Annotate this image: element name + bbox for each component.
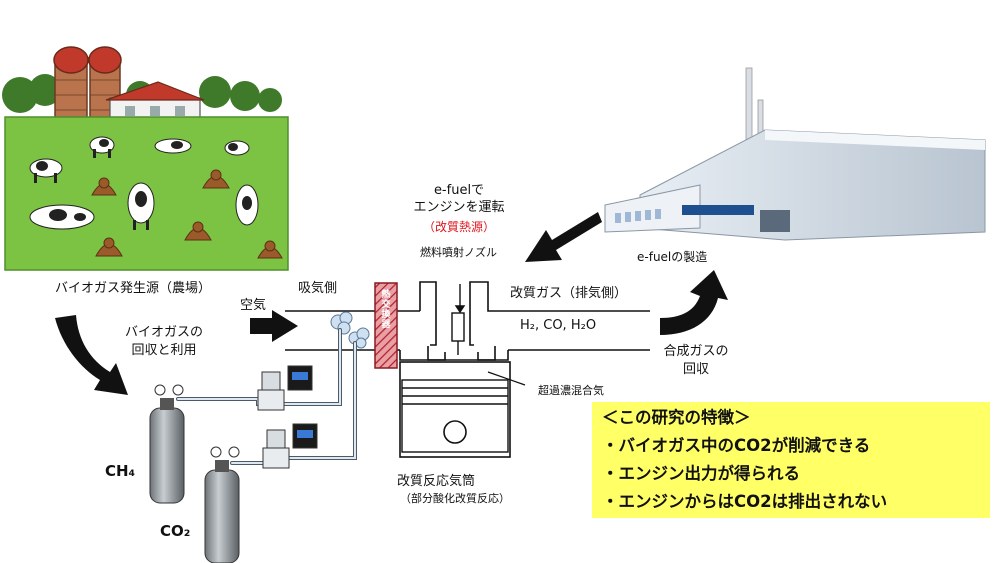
nozzle-label: 燃料噴射ノズル <box>420 246 497 259</box>
syngas-recovery-line-1: 合成ガスの <box>663 344 729 359</box>
factory-illustration <box>604 67 986 241</box>
features-heading: ＜この研究の特徴＞ <box>602 408 751 427</box>
farm-illustration <box>2 46 289 271</box>
ch4-label: CH₄ <box>105 462 136 480</box>
flow-controller-co2 <box>262 423 318 469</box>
co2-label: CO₂ <box>160 522 191 540</box>
biogas-recovery-label: バイオガスの 回収と利用 <box>125 324 203 360</box>
engine-schematic <box>285 281 650 458</box>
biogas-recovery-arrow <box>55 315 128 395</box>
efuel-production-label: e-fuelの製造 <box>637 250 708 264</box>
efuel-run-label: e-fuelで エンジンを運転 <box>399 182 519 216</box>
feature-item: ・エンジン出力が得られる <box>602 464 800 483</box>
efuel-run-line-1: e-fuelで <box>433 183 485 198</box>
farm-caption: バイオガス発生源（農場） <box>55 281 212 296</box>
cylinder-label: 改質反応気筒 <box>397 474 476 489</box>
feature-item: ・バイオガス中のCO2が削減できる <box>602 436 871 455</box>
rich-mixture-label: 超過濃混合気 <box>538 384 604 397</box>
biogas-recovery-line-2: 回収と利用 <box>131 343 197 358</box>
heat-exchanger-label: 熱交換器 <box>381 290 391 330</box>
syngas-recovery-line-2: 回収 <box>682 362 709 377</box>
ch4-cylinder <box>149 384 185 504</box>
syngas-recovery-label: 合成ガスの 回収 <box>660 343 732 379</box>
mixture-pointer <box>487 371 526 386</box>
fuel-nozzle <box>451 284 466 355</box>
reformed-gas-label: 改質ガス（排気側） <box>510 286 628 301</box>
reform-heat-source-label: （改質熱源） <box>422 220 495 234</box>
heat-exchanger <box>374 282 398 369</box>
manure-icons <box>91 169 283 259</box>
biogas-recovery-line-1: バイオガスの <box>125 325 204 340</box>
co2-cylinder <box>204 446 240 563</box>
gas-puffs <box>330 311 370 349</box>
intake-side-label: 吸気側 <box>298 281 338 296</box>
cow-icons <box>29 136 259 230</box>
features-box: ＜この研究の特徴＞ ・バイオガス中のCO2が削減できる ・エンジン出力が得られる… <box>592 402 990 518</box>
efuel-supply-arrow <box>525 212 602 262</box>
partial-oxidation-label: （部分酸化改質反応） <box>400 492 510 505</box>
feature-item: ・エンジンからはCO2は排出されない <box>602 492 888 511</box>
air-label: 空気 <box>240 298 267 313</box>
air-inlet-arrow <box>250 310 298 342</box>
flow-controller-ch4 <box>257 365 313 411</box>
syngas-recovery-arrow <box>660 270 728 335</box>
gas-composition-label: H₂, CO, H₂O <box>520 318 597 333</box>
efuel-run-line-2: エンジンを運転 <box>413 200 505 215</box>
